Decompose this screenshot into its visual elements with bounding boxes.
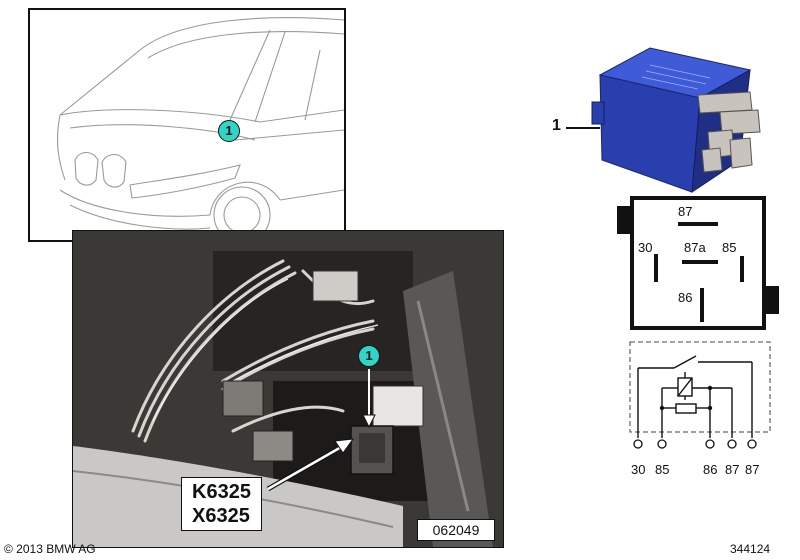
pin-85-label: 85: [722, 240, 737, 255]
terminal-86-label: 86: [703, 462, 718, 477]
pin-30: [654, 254, 658, 282]
diagram-number: 344124: [730, 542, 771, 556]
pin-86-label: 86: [678, 290, 693, 305]
terminal-85-label: 85: [655, 462, 670, 477]
pin-87a-label: 87a: [684, 240, 706, 255]
installation-photo-panel: 1 K6325 X6325 062049: [72, 230, 504, 548]
pin-87a: [682, 260, 718, 264]
pin-85: [740, 256, 744, 282]
copyright-notice: © 2013 BMW AG: [4, 542, 96, 556]
vehicle-location-panel: 1: [28, 8, 346, 244]
pin-86: [700, 288, 704, 322]
component-labels: K6325 X6325: [181, 477, 262, 531]
terminal-87-second-label: 87: [745, 462, 760, 477]
relay-part-image: [591, 47, 761, 193]
terminal-87-label: 87: [725, 462, 740, 477]
pin-30-label: 30: [638, 240, 653, 255]
pin-87: [678, 222, 718, 226]
pinout-left-tab: [617, 206, 630, 234]
location-callout: 1: [218, 120, 240, 142]
part-position-number: 1: [552, 117, 561, 134]
relay-schematic: [629, 341, 771, 449]
connector-label: X6325: [192, 505, 250, 527]
relay-label: K6325: [192, 481, 251, 503]
image-number: 062049: [417, 519, 495, 541]
pin-87-label: 87: [678, 204, 693, 219]
relay-pinout: 87 30 87a 85 86: [630, 196, 766, 330]
part-leader-line: [566, 127, 600, 129]
terminal-30-label: 30: [631, 462, 646, 477]
pinout-right-tab: [766, 286, 779, 314]
engine-bay-photo: [73, 231, 503, 547]
relay-callout: 1: [358, 345, 380, 367]
car-front-drawing: [56, 17, 345, 244]
